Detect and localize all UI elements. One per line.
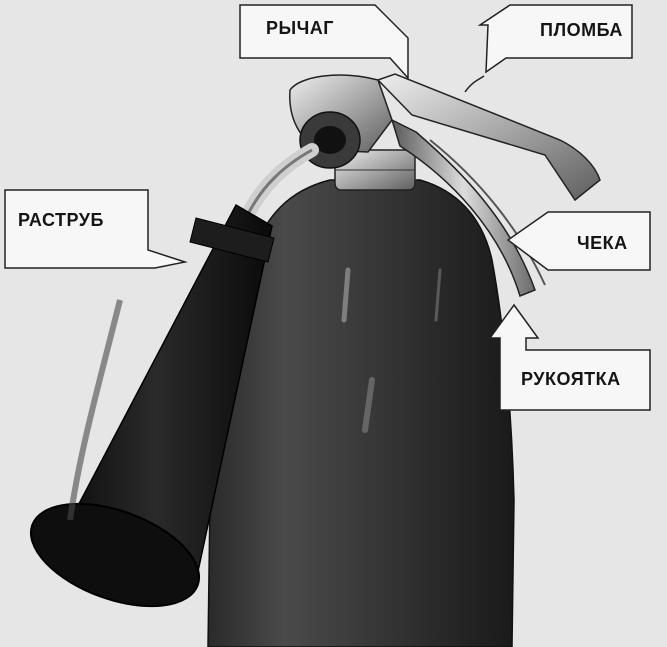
label-lever: РЫЧАГ (266, 18, 334, 38)
seal-wire (464, 75, 485, 93)
handle (390, 118, 546, 297)
callout-handle-box (488, 303, 651, 411)
horn (29, 203, 275, 608)
callout-seal-box (477, 4, 633, 74)
hose-shade (244, 148, 313, 219)
label-handle: РУКОЯТКА (521, 369, 621, 389)
callout-pin-box (506, 211, 651, 271)
lever (376, 73, 601, 202)
label-seal: ПЛОМБА (540, 20, 623, 40)
callout-horn-box (4, 189, 188, 269)
callout-lever-box (239, 4, 409, 80)
label-pin: ЧЕКА (577, 233, 628, 253)
label-horn: РАСТРУБ (18, 210, 104, 230)
cylinder-neck (334, 149, 416, 191)
